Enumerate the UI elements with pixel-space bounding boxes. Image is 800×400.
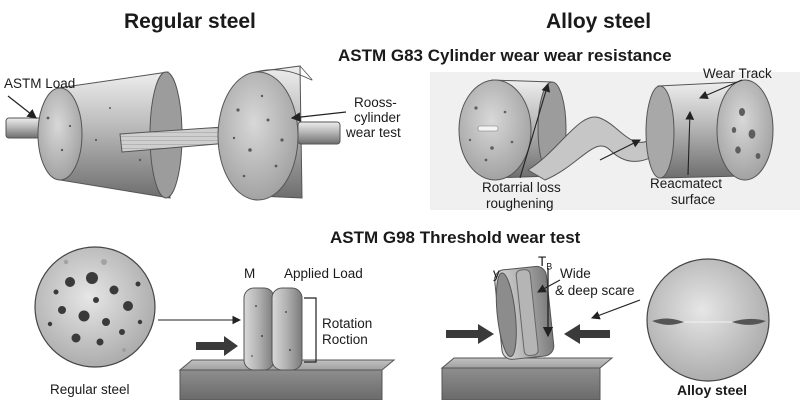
label-t: TB <box>538 254 553 272</box>
regular-steel-magnified-view <box>34 246 156 368</box>
label-surface-line1: Reacmatect <box>650 176 723 191</box>
regular-steel-threshold-setup <box>34 246 396 400</box>
alloy-right-cylinder-face <box>716 79 774 181</box>
regular-steel-disc-right <box>271 287 303 371</box>
alloy-steel-cylinder-setup <box>430 72 800 210</box>
rotation-bracket <box>304 297 317 363</box>
regular-steel-cylinder-setup <box>5 65 347 201</box>
label-m: M <box>244 266 256 281</box>
regular-steel-pores <box>47 272 143 346</box>
label-deep-scare: & deep scare <box>555 283 635 298</box>
alloy-steel-threshold-setup <box>440 258 770 400</box>
label-applied-load: Applied Load <box>284 266 363 281</box>
left-cylinder-face <box>37 87 83 181</box>
label-loss-line1: Rotarrial loss <box>482 180 561 195</box>
label-loss-line2: roughening <box>486 196 554 211</box>
caption-alloy-steel: Alloy steel <box>677 382 748 398</box>
speckles <box>46 94 284 178</box>
right-shaft <box>297 121 341 145</box>
heading-regular-steel: Regular steel <box>124 10 256 33</box>
label-surface-line2: surface <box>671 192 716 207</box>
right-cylinder-face <box>217 71 299 201</box>
alloy-steel-block <box>441 367 601 400</box>
label-astm-load: ASTM Load <box>4 76 76 91</box>
caption-regular-steel: Regular steel <box>50 382 130 397</box>
label-test-line2: cylinder <box>354 110 401 125</box>
load-arrow <box>7 95 37 119</box>
heading-g83: ASTM G83 Cylinder wear wear resistance <box>338 46 672 65</box>
alloy-steel-magnified-view <box>646 258 770 382</box>
test-arrow <box>290 111 347 122</box>
label-rotation: Rotation <box>322 316 373 331</box>
label-wide: Wide <box>560 266 591 281</box>
label-roction: Roction <box>322 332 368 347</box>
heading-alloy-steel: Alloy steel <box>546 10 652 33</box>
label-wear-track: Wear Track <box>703 66 772 81</box>
label-test-line1: Rooss- <box>354 95 397 110</box>
regular-steel-block <box>179 369 383 400</box>
push-arrow <box>196 336 238 356</box>
heading-g98: ASTM G98 Threshold wear test <box>330 228 581 247</box>
label-test-line3: wear test <box>346 125 401 140</box>
label-y: y <box>493 266 500 281</box>
alloy-push-arrow-left <box>446 324 494 344</box>
alloy-push-arrow-right <box>564 324 610 344</box>
regular-steel-disc-left <box>243 287 275 371</box>
